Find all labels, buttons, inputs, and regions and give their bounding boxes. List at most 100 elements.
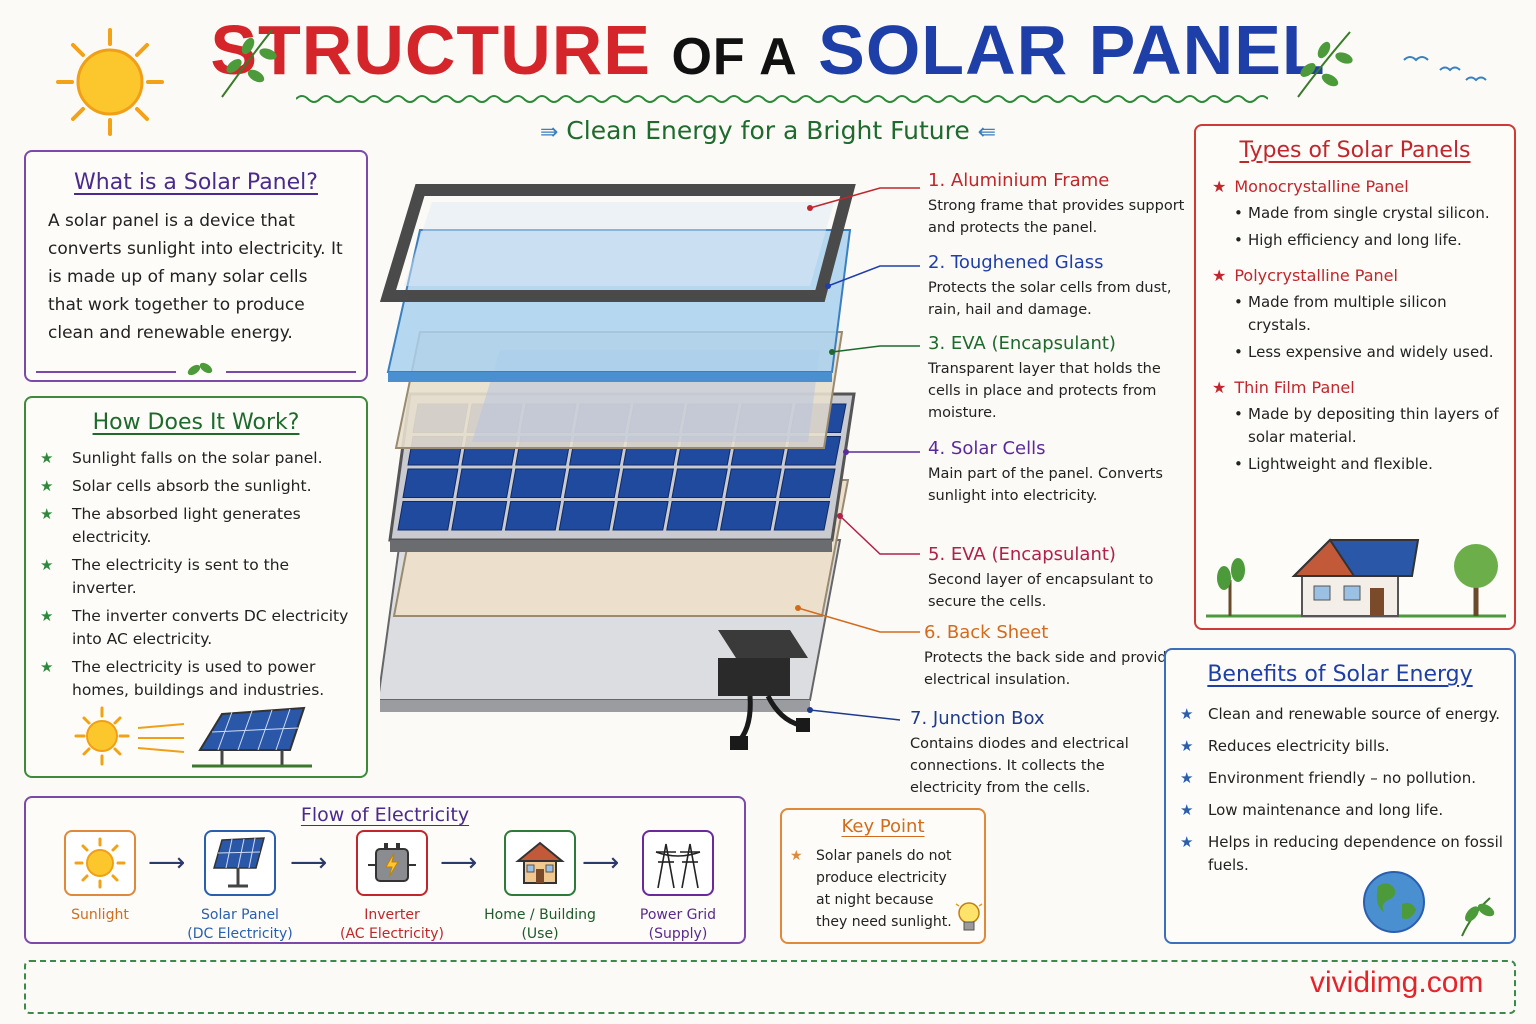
benefits-title: Benefits of Solar Energy bbox=[1207, 662, 1473, 687]
list-item: ★Solar cells absorb the sunlight. bbox=[40, 475, 354, 498]
list-item: ★Low maintenance and long life. bbox=[1180, 799, 1504, 822]
what-is-text: A solar panel is a device that converts … bbox=[48, 211, 343, 343]
solar-cell bbox=[402, 468, 459, 498]
list-item: ★Helps in reducing dependence on fossil … bbox=[1180, 831, 1504, 877]
list-item: •Less expensive and widely used. bbox=[1234, 343, 1494, 361]
solar-panel-exploded-diagram bbox=[380, 184, 856, 750]
leaf-branch-icon bbox=[1297, 31, 1353, 98]
star-icon: ★ bbox=[40, 556, 54, 574]
flow-step-sunlight: Sunlight bbox=[30, 830, 170, 925]
what-is-title: What is a Solar Panel? bbox=[74, 170, 318, 195]
layer-desc: Second layer of encapsulant to secure th… bbox=[928, 572, 1154, 610]
solar-cell bbox=[612, 501, 669, 531]
sun-icon bbox=[56, 28, 164, 136]
subtitle: ⇛ Clean Energy for a Bright Future ⇚ bbox=[539, 116, 997, 145]
watermark: vividimg.com bbox=[1310, 966, 1484, 999]
layer-label-cells: 4. Solar Cells Main part of the panel. C… bbox=[928, 438, 1188, 507]
solar-cell bbox=[563, 468, 621, 498]
page-title: STRUCTURE OF A SOLAR PANEL bbox=[0, 10, 1536, 90]
birds-icon bbox=[1403, 56, 1487, 82]
star-icon: ★ bbox=[1212, 378, 1227, 397]
star-icon: ★ bbox=[1212, 266, 1227, 285]
layer-label-junction-box: 7. Junction Box Contains diodes and elec… bbox=[910, 708, 1170, 799]
list-item: ★Reduces electricity bills. bbox=[1180, 735, 1504, 758]
layer-title: 5. EVA (Encapsulant) bbox=[928, 544, 1116, 565]
list-item: •Lightweight and flexible. bbox=[1234, 455, 1433, 473]
list-item: ★Environment friendly – no pollution. bbox=[1180, 767, 1504, 790]
house-with-solar-illustration bbox=[1206, 538, 1506, 618]
arrow-right-icon: ⟶ bbox=[290, 848, 328, 878]
arrow-right-icon: ⟶ bbox=[148, 848, 186, 878]
solar-panel-icon bbox=[204, 830, 276, 896]
divider-leaf-icon bbox=[36, 362, 356, 376]
solar-cell bbox=[504, 501, 562, 531]
power-tower-icon bbox=[642, 830, 714, 896]
list-item: ★The inverter converts DC electricity in… bbox=[40, 605, 354, 651]
solar-cell bbox=[456, 468, 513, 498]
list-item: ★Sunlight falls on the solar panel. bbox=[40, 447, 354, 470]
layer-label-eva-upper: 3. EVA (Encapsulant) Transparent layer t… bbox=[928, 333, 1188, 424]
solar-cell bbox=[510, 468, 567, 498]
solar-cell bbox=[779, 468, 836, 498]
layer-title: 6. Back Sheet bbox=[924, 622, 1049, 643]
layer-label-back-sheet: 6. Back Sheet Protects the back side and… bbox=[924, 622, 1184, 691]
solar-cell bbox=[451, 501, 508, 531]
star-icon: ★ bbox=[1180, 833, 1194, 851]
layer-title: 3. EVA (Encapsulant) bbox=[928, 333, 1116, 354]
types-panel: Types of Solar Panels ★Monocrystalline P… bbox=[1194, 124, 1516, 630]
layer-label-glass: 2. Toughened Glass Protects the solar ce… bbox=[928, 252, 1188, 321]
solar-cell bbox=[558, 501, 615, 531]
star-icon: ★ bbox=[1180, 737, 1194, 755]
star-icon: ★ bbox=[40, 477, 54, 495]
star-icon: ★ bbox=[1180, 801, 1194, 819]
layer-desc: Contains diodes and electrical connectio… bbox=[910, 736, 1129, 796]
layer-desc: Protects the back side and provides elec… bbox=[924, 650, 1184, 688]
how-it-works-title: How Does It Work? bbox=[92, 410, 300, 435]
star-icon: ★ bbox=[40, 505, 54, 523]
what-is-panel: What is a Solar Panel? A solar panel is … bbox=[24, 150, 368, 382]
solar-cell bbox=[719, 501, 777, 531]
title-underline-wave bbox=[296, 95, 1268, 103]
flow-step-home: Home / Building (Use) bbox=[470, 830, 610, 944]
title-part-2: OF A bbox=[671, 28, 798, 86]
star-icon: ★ bbox=[1180, 705, 1194, 723]
flow-step-solar-panel: Solar Panel (DC Electricity) bbox=[170, 830, 310, 944]
types-title: Types of Solar Panels bbox=[1239, 138, 1471, 163]
house-icon bbox=[504, 830, 576, 896]
panel-type: ★Polycrystalline Panel •Made from multip… bbox=[1196, 266, 1514, 364]
key-point-text: Solar panels do not produce electricity … bbox=[816, 848, 952, 930]
key-point-title: Key Point bbox=[841, 816, 925, 837]
title-part-3: SOLAR PANEL bbox=[818, 11, 1326, 89]
aluminium-frame-layer bbox=[380, 184, 856, 302]
key-point-panel: Key Point ★ Solar panels do not produce e… bbox=[780, 808, 986, 944]
junction-box bbox=[718, 630, 810, 750]
benefits-panel: Benefits of Solar Energy ★Clean and rene… bbox=[1164, 648, 1516, 944]
earth-icon bbox=[1363, 871, 1495, 937]
panel-type: ★Monocrystalline Panel •Made from single… bbox=[1196, 177, 1514, 252]
arrows-left-icon: ⇛ bbox=[539, 120, 559, 145]
star-icon: ★ bbox=[790, 848, 803, 864]
star-icon: ★ bbox=[1212, 177, 1227, 196]
list-item: •Made by depositing thin layers of solar… bbox=[1234, 405, 1499, 446]
layer-title: 7. Junction Box bbox=[910, 708, 1045, 729]
layer-label-frame: 1. Aluminium Frame Strong frame that pro… bbox=[928, 170, 1188, 239]
flow-title: Flow of Electricity bbox=[300, 804, 470, 826]
solar-cell bbox=[671, 468, 728, 498]
arrow-right-icon: ⟶ bbox=[582, 848, 620, 878]
flow-step-power-grid: Power Grid (Supply) bbox=[608, 830, 748, 944]
layer-title: 4. Solar Cells bbox=[928, 438, 1046, 459]
panel-type: ★Thin Film Panel •Made by depositing thi… bbox=[1196, 378, 1514, 476]
title-part-1: STRUCTURE bbox=[210, 11, 651, 89]
leaf-branch-icon bbox=[221, 29, 277, 98]
arrows-right-icon: ⇚ bbox=[977, 120, 997, 145]
arrow-right-icon: ⟶ bbox=[440, 848, 478, 878]
light-bulb-icon bbox=[955, 902, 983, 931]
flow-step-inverter: Inverter (AC Electricity) bbox=[322, 830, 462, 944]
bottom-banner bbox=[24, 960, 1516, 1014]
list-item: •Made from multiple silicon crystals. bbox=[1234, 293, 1447, 334]
solar-cell bbox=[397, 501, 454, 531]
list-item: ★Clean and renewable source of energy. bbox=[1180, 703, 1504, 726]
how-it-works-panel: How Does It Work? ★Sunlight falls on the… bbox=[24, 396, 368, 778]
list-item: •Made from single crystal silicon. bbox=[1234, 204, 1490, 222]
solar-cell bbox=[725, 468, 782, 498]
